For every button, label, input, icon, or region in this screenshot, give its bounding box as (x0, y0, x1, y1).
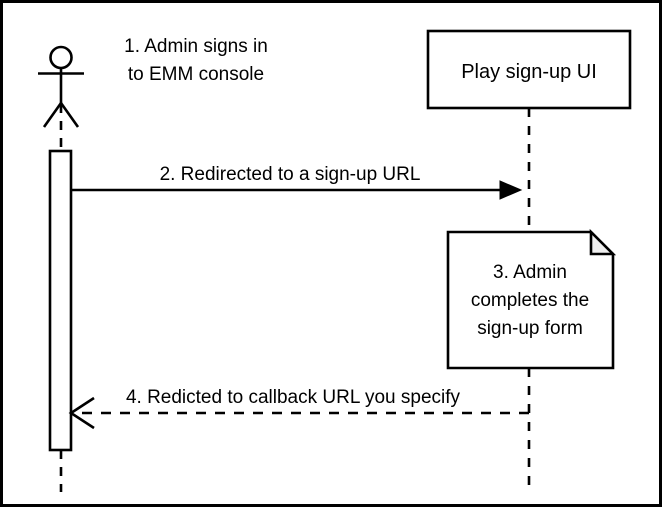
actor-right-leg-line (59, 102, 80, 128)
participant-label-play-signup-ui: Play sign-up UI (461, 61, 597, 83)
message-2-label: 2. Redirected to a sign-up URL (160, 164, 421, 185)
note-3-fold-corner-icon (589, 228, 617, 256)
actor-head-icon (49, 45, 73, 70)
message-4-arrowhead (68, 396, 95, 430)
message-2-arrowhead (499, 180, 523, 200)
note-3-line-1: 3. Admin (493, 262, 567, 283)
note-3: 3. Admin completes the sign-up form (446, 228, 617, 370)
message-4-label: 4. Redicted to callback URL you specify (126, 387, 461, 408)
actor-left-leg-line (42, 102, 63, 128)
stick-figure-actor-icon (38, 45, 84, 128)
note-3-line-3: sign-up form (477, 318, 583, 339)
note-3-body (446, 230, 615, 370)
note-3-line-2: completes the (471, 290, 589, 311)
step-1-label-line-2: to EMM console (128, 64, 264, 85)
actor-activation-bar (48, 149, 73, 452)
step-1-label-line-1: 1. Admin signs in (124, 36, 268, 57)
